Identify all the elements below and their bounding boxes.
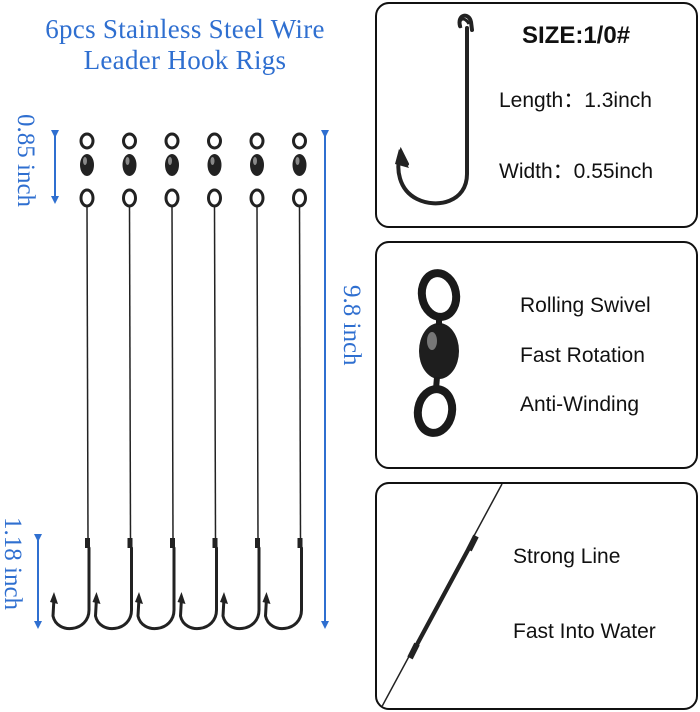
wire-rig <box>50 132 95 631</box>
title-line-1: 6pcs Stainless Steel Wire <box>45 14 325 44</box>
wire-line-icon <box>380 484 503 708</box>
hook-icon <box>395 13 474 206</box>
title-line-2: Leader Hook Rigs <box>83 45 287 75</box>
swivel-feature-antiwinding: Anti-Winding <box>520 393 640 416</box>
wire-rig <box>92 132 137 631</box>
swivel-panel: Rolling Swivel Fast Rotation Anti-Windin… <box>375 241 698 469</box>
product-title: 6pcs Stainless Steel Wire Leader Hook Ri… <box>0 14 370 76</box>
wire-rig <box>262 132 307 631</box>
wire-rig <box>135 132 180 631</box>
line-panel: Strong Line Fast Into Water <box>375 482 698 710</box>
hook-length-text: Length：1.3inch <box>499 89 652 112</box>
swivel-icon <box>413 269 461 437</box>
wire-rig <box>177 132 222 631</box>
swivel-feature-rotation: Fast Rotation <box>520 344 645 367</box>
swivel-feature-rolling: Rolling Swivel <box>520 294 651 317</box>
hook-size-text: SIZE:1/0# <box>522 22 631 49</box>
wire-rig <box>220 132 265 631</box>
line-feature-strong: Strong Line <box>513 545 621 568</box>
hook-size-panel: SIZE:1/0# Length：1.3inch Width：0.55inch <box>375 2 698 228</box>
line-feature-fast: Fast Into Water <box>513 620 656 643</box>
hook-width-text: Width：0.55inch <box>499 160 654 183</box>
